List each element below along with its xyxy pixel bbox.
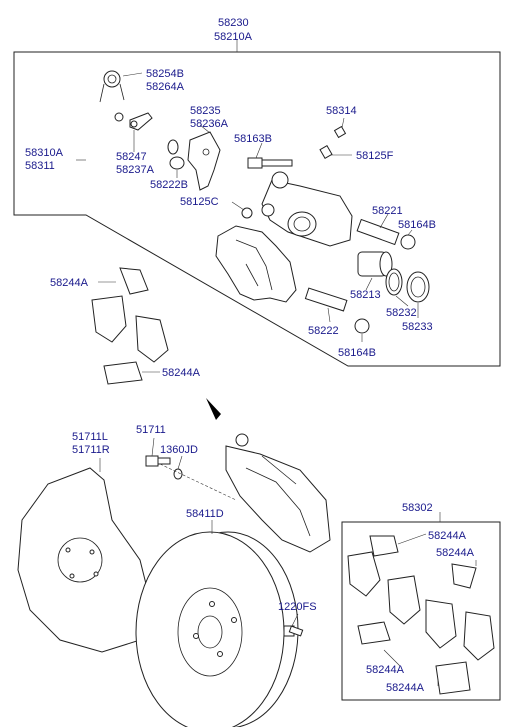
caliper-assembly-box: [13, 51, 501, 367]
guide-pin-lower-icon: [304, 287, 370, 334]
label-bolt-314: 58314: [326, 105, 357, 117]
bolt-icon: [247, 157, 293, 169]
brake-pad-set-icon: [91, 267, 169, 385]
guide-pin-icon: [356, 218, 416, 250]
pad-kit-icon: [347, 535, 495, 695]
label-boot-164b-bottom: 58164B: [338, 347, 376, 359]
label-shield-b: 51711R: [72, 444, 110, 456]
label-cap-125c: 58125C: [180, 196, 219, 208]
label-disc-58411d: 58411D: [186, 508, 224, 520]
label-carrier-a: 58310A: [25, 147, 64, 159]
label-assembly-a: 58230: [218, 17, 249, 29]
label-kit-244a-2: 58244A: [436, 547, 475, 559]
label-shim-244a-top: 58244A: [50, 277, 89, 289]
label-bush-222b: 58222B: [150, 179, 188, 191]
pad-kit-box: [341, 521, 501, 701]
label-piston-213: 58213: [350, 289, 381, 301]
label-kit-244a-3: 58244A: [366, 664, 405, 676]
disc-screw-icon: [283, 625, 304, 637]
label-screw-1220fs: 1220FS: [278, 601, 317, 613]
label-seal-232: 58232: [386, 307, 417, 319]
bracket-icon: [187, 131, 221, 191]
label-kit-244a-1: 58244A: [428, 530, 467, 542]
label-shim-244a-lower: 58244A: [162, 367, 201, 379]
label-spring-b: 58264A: [146, 81, 185, 93]
label-pin-221: 58221: [372, 205, 403, 217]
label-shield-a: 51711L: [72, 431, 108, 443]
label-assembly-b: 58210A: [214, 31, 253, 43]
label-kit-244a-4: 58244A: [386, 682, 425, 694]
caliper-carrier-icon: [215, 225, 297, 303]
label-clip-b: 58237A: [116, 164, 155, 176]
piston-icon: [357, 251, 393, 277]
spring-icon: [99, 70, 125, 103]
bleeder-screw-icon: [319, 125, 347, 160]
label-carrier-b: 58311: [25, 160, 55, 172]
label-bracket-a: 58235: [190, 105, 221, 117]
label-bracket-b: 58236A: [190, 118, 229, 130]
piston-seal-icon: [385, 268, 403, 296]
dust-cap-icon: [241, 207, 253, 219]
clip-icon: [114, 112, 153, 131]
caliper-body-icon: [261, 171, 353, 247]
piston-ring-icon: [406, 271, 430, 303]
bush-icon: [167, 139, 185, 170]
label-cap-125f: 58125F: [356, 150, 394, 162]
arrow-icon: [206, 398, 221, 420]
label-washer-1360jd: 1360JD: [160, 444, 198, 456]
label-kit-58302: 58302: [402, 502, 433, 514]
brake-disc-icon: [135, 531, 299, 727]
label-ring-233: 58233: [402, 321, 433, 333]
label-spring-a: 58254B: [146, 68, 184, 80]
label-bolt-51711: 51711: [136, 424, 166, 436]
label-bolt-163b: 58163B: [234, 133, 272, 145]
assembled-caliper-icon: [225, 433, 331, 553]
label-boot-164b-top: 58164B: [398, 219, 436, 231]
label-pin-222: 58222: [308, 325, 339, 337]
label-clip-a: 58247: [116, 151, 147, 163]
